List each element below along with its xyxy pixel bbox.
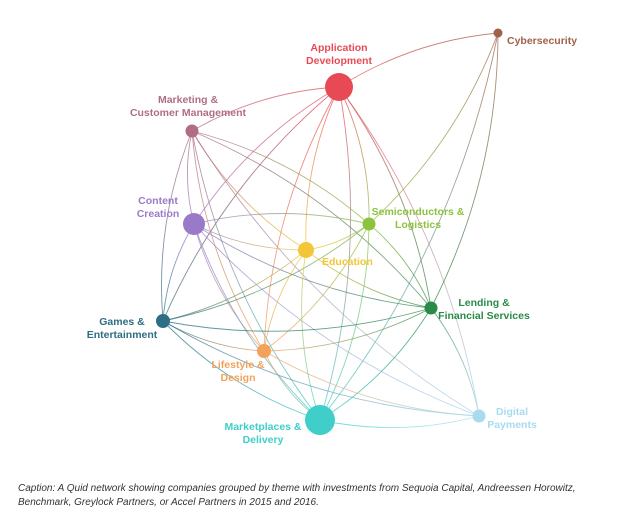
edge-games-lending: [162, 307, 432, 332]
node-layer: [156, 28, 503, 435]
node-label-line: Application: [310, 42, 367, 54]
edge-education-marketplaces: [301, 249, 321, 421]
edge-education-lending: [305, 249, 432, 309]
node-label-line: Digital: [496, 406, 528, 418]
edge-lifestyle-payments: [263, 350, 480, 417]
node-cyber: [493, 28, 503, 38]
node-label-line: Cybersecurity: [507, 35, 577, 47]
edge-marketing-games: [161, 130, 193, 322]
node-lending: [424, 301, 438, 315]
edge-appdev-games: [162, 86, 340, 322]
edge-appdev-education: [305, 86, 340, 251]
edge-appdev-lifestyle: [263, 86, 340, 352]
edge-semis-education: [305, 223, 370, 251]
edge-semis-lending: [368, 223, 432, 309]
edge-appdev-payments: [338, 86, 480, 417]
node-label-line: Games &: [99, 316, 145, 328]
node-label-lending: Lending &Financial Services: [438, 297, 530, 322]
node-education: [298, 242, 314, 258]
edge-appdev-cyber: [338, 32, 499, 88]
node-label-line: Lifestyle &: [211, 359, 265, 371]
node-label-line: Creation: [137, 208, 180, 220]
node-label-education: Education: [322, 256, 373, 268]
edge-appdev-semis: [338, 86, 370, 225]
edge-layer: [161, 32, 499, 429]
edge-semis-lifestyle: [263, 223, 370, 352]
edge-cyber-marketplaces: [319, 32, 499, 421]
edge-content-marketplaces: [193, 223, 321, 421]
node-marketplaces: [305, 405, 335, 435]
node-label-line: Logistics: [395, 219, 441, 231]
edge-education-games: [162, 249, 307, 322]
edge-cyber-semis: [368, 32, 499, 225]
edge-content-games: [162, 223, 195, 322]
edge-appdev-content: [193, 86, 340, 225]
node-label-line: Design: [220, 372, 255, 384]
node-label-line: Delivery: [243, 434, 284, 446]
edge-games-marketplaces: [162, 320, 321, 421]
node-label-line: Payments: [487, 419, 537, 431]
node-lifestyle: [257, 344, 271, 358]
edge-marketing-education: [191, 130, 307, 251]
edge-semis-games: [162, 223, 370, 322]
edge-content-education: [193, 223, 307, 251]
edge-marketing-payments: [191, 130, 480, 417]
node-label-marketplaces: Marketplaces &Delivery: [224, 421, 301, 446]
node-semis: [362, 217, 376, 231]
node-label-semis: Semiconductors &Logistics: [372, 206, 465, 231]
edge-lending-marketplaces: [319, 307, 432, 421]
edge-appdev-marketing: [191, 86, 340, 132]
edge-appdev-marketplaces: [319, 86, 352, 421]
edge-appdev-lending: [338, 86, 432, 309]
node-label-line: Entertainment: [87, 329, 158, 341]
edge-education-lifestyle: [263, 249, 307, 352]
edge-marketing-lifestyle: [191, 130, 265, 352]
edge-lending-payments: [430, 307, 480, 417]
edge-content-lending: [193, 223, 432, 309]
edge-content-payments: [193, 223, 480, 417]
edge-cyber-lending: [430, 32, 499, 309]
node-content: [183, 213, 205, 235]
node-label-cyber: Cybersecurity: [507, 35, 577, 47]
node-marketing: [185, 124, 199, 138]
edge-marketing-semis: [191, 130, 370, 225]
edge-content-lifestyle: [193, 223, 265, 352]
node-label-line: Content: [138, 195, 178, 207]
node-appdev: [325, 73, 353, 101]
edge-content-semis: [193, 213, 370, 225]
node-label-line: Customer Management: [130, 107, 247, 119]
node-label-line: Marketplaces &: [224, 421, 301, 433]
node-label-games: Games &Entertainment: [87, 316, 158, 341]
node-label-line: Financial Services: [438, 310, 530, 322]
node-label-line: Lending &: [458, 297, 510, 309]
node-label-line: Marketing &: [158, 94, 219, 106]
figure-caption: Caption: A Quid network showing companie…: [18, 483, 576, 508]
node-games: [156, 314, 170, 328]
edge-games-payments: [162, 320, 480, 417]
edge-marketplaces-payments: [319, 415, 480, 429]
node-label-line: Semiconductors &: [372, 206, 465, 218]
node-label-lifestyle: Lifestyle &Design: [211, 359, 265, 384]
node-label-line: Development: [306, 55, 372, 67]
node-payments: [472, 409, 486, 423]
edge-marketing-marketplaces: [191, 130, 321, 421]
node-label-line: Education: [322, 256, 373, 268]
edge-lending-lifestyle: [263, 307, 432, 352]
node-label-marketing: Marketing &Customer Management: [130, 94, 247, 119]
edge-marketing-lending: [191, 130, 432, 309]
